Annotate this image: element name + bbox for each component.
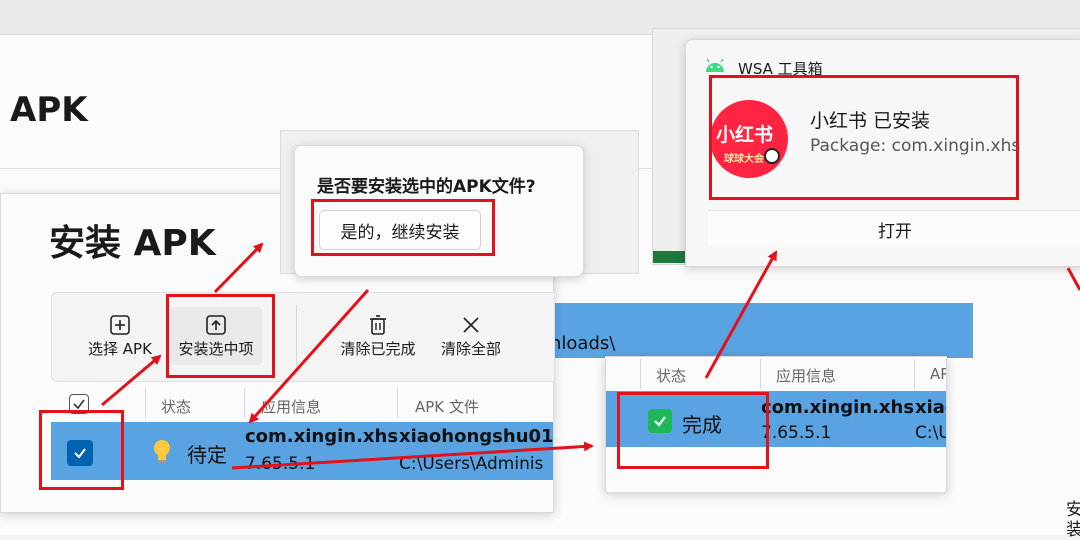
- notification-open-button[interactable]: 打开: [708, 210, 1080, 247]
- notification-title: 小红书 已安装: [810, 110, 931, 132]
- annotation-box-notification: [709, 75, 1019, 200]
- xhs-app-icon-subtext: 球球大会: [724, 154, 764, 165]
- background-page-title: APK: [10, 90, 88, 130]
- lightbulb-icon: [154, 440, 170, 463]
- column-header-app-info[interactable]: 应用信息: [261, 398, 322, 416]
- confirm-install-label: 是的，继续安装: [340, 222, 460, 243]
- trash-icon: [370, 314, 386, 335]
- result-table-row[interactable]: 完成 com.xingin.xhs 7.65.5.1 xiao C:\U: [606, 391, 946, 447]
- clear-all-label: 清除全部: [440, 339, 501, 358]
- notification-green-strip: [653, 251, 685, 263]
- row-apk-file: xiaohongshu01.a: [399, 426, 553, 447]
- result-row-apk-path: C:\U: [915, 423, 946, 443]
- arrow-install-to-dialog: [213, 242, 264, 294]
- add-file-icon: [110, 314, 130, 335]
- success-check-icon: [648, 409, 672, 433]
- android-icon: [706, 58, 724, 72]
- select-all-checkbox[interactable]: [69, 394, 89, 414]
- clear-all-button[interactable]: 清除全部: [436, 311, 506, 361]
- notification-open-label: 打开: [878, 221, 912, 242]
- path-bar: nloads\: [548, 303, 973, 358]
- result-row-status: 完成: [682, 413, 722, 437]
- select-apk-label: 选择 APK: [88, 339, 152, 358]
- row-package: com.xingin.xhs: [245, 426, 399, 447]
- football-icon: [764, 148, 780, 164]
- result-row-apk-file: xiao: [915, 397, 946, 418]
- row-apk-path: C:\Users\Adminis: [399, 454, 544, 474]
- install-selected-label: 安装选中项: [178, 339, 254, 358]
- path-text: nloads\: [550, 333, 616, 354]
- annotation-box-confirm-button: [311, 199, 495, 256]
- row-status: 待定: [187, 443, 227, 467]
- upload-icon: [206, 314, 226, 335]
- column-header-apk-file[interactable]: APK 文件: [415, 398, 479, 416]
- column-header-status[interactable]: 状态: [161, 398, 192, 416]
- page-title: 安装 APK: [49, 223, 216, 264]
- close-icon: [463, 316, 479, 333]
- row-checkbox[interactable]: [67, 440, 93, 466]
- table-row[interactable]: 待定 com.xingin.xhs 7.65.5.1 xiaohongshu01…: [51, 422, 553, 480]
- background-bottom-right-char-1: 安: [1066, 500, 1080, 520]
- arrow-right-edge: [1066, 267, 1080, 291]
- arrow-checkbox-to-install: [101, 354, 162, 407]
- confirm-install-button[interactable]: 是的，继续安装: [319, 210, 481, 250]
- result-row-package: com.xingin.xhs: [761, 397, 915, 418]
- clear-done-button[interactable]: 清除已完成: [336, 311, 420, 361]
- arrow-row-to-result: [231, 441, 594, 470]
- select-apk-button[interactable]: 选择 APK: [82, 311, 158, 361]
- annotation-box-row-checkbox: [39, 410, 124, 490]
- annotation-box-install-selected: [166, 294, 275, 378]
- check-icon: [74, 448, 86, 459]
- xhs-app-icon: 小红书 球球大会: [710, 100, 788, 178]
- notification-body: Package: com.xingin.xhs: [810, 136, 1021, 156]
- arrow-result-to-notification: [704, 250, 778, 379]
- toolbar-separator: [296, 305, 297, 367]
- annotation-box-done-status: [617, 392, 769, 469]
- result-column-header-apk-file[interactable]: AP: [930, 365, 946, 383]
- arrow-dialog-to-row: [248, 289, 370, 424]
- result-column-header-app-info[interactable]: 应用信息: [776, 367, 837, 385]
- result-row-version: 7.65.5.1: [761, 423, 832, 443]
- result-window: 状态 应用信息 AP 完成 com.xingin.xhs 7.65.5.1 xi…: [605, 356, 947, 493]
- table-header: 状态 应用信息 APK 文件: [51, 384, 553, 422]
- clear-done-label: 清除已完成: [340, 339, 416, 358]
- toolbar: 选择 APK 安装选中项 清除已完成 清除全部: [51, 292, 555, 382]
- confirm-question: 是否要安装选中的APK文件?: [317, 177, 536, 197]
- notification-app-name: WSA 工具箱: [738, 60, 823, 78]
- result-column-header-status[interactable]: 状态: [656, 367, 687, 385]
- install-selected-button[interactable]: 安装选中项: [170, 307, 262, 365]
- check-icon: [73, 399, 85, 410]
- xhs-app-icon-text: 小红书: [716, 124, 774, 146]
